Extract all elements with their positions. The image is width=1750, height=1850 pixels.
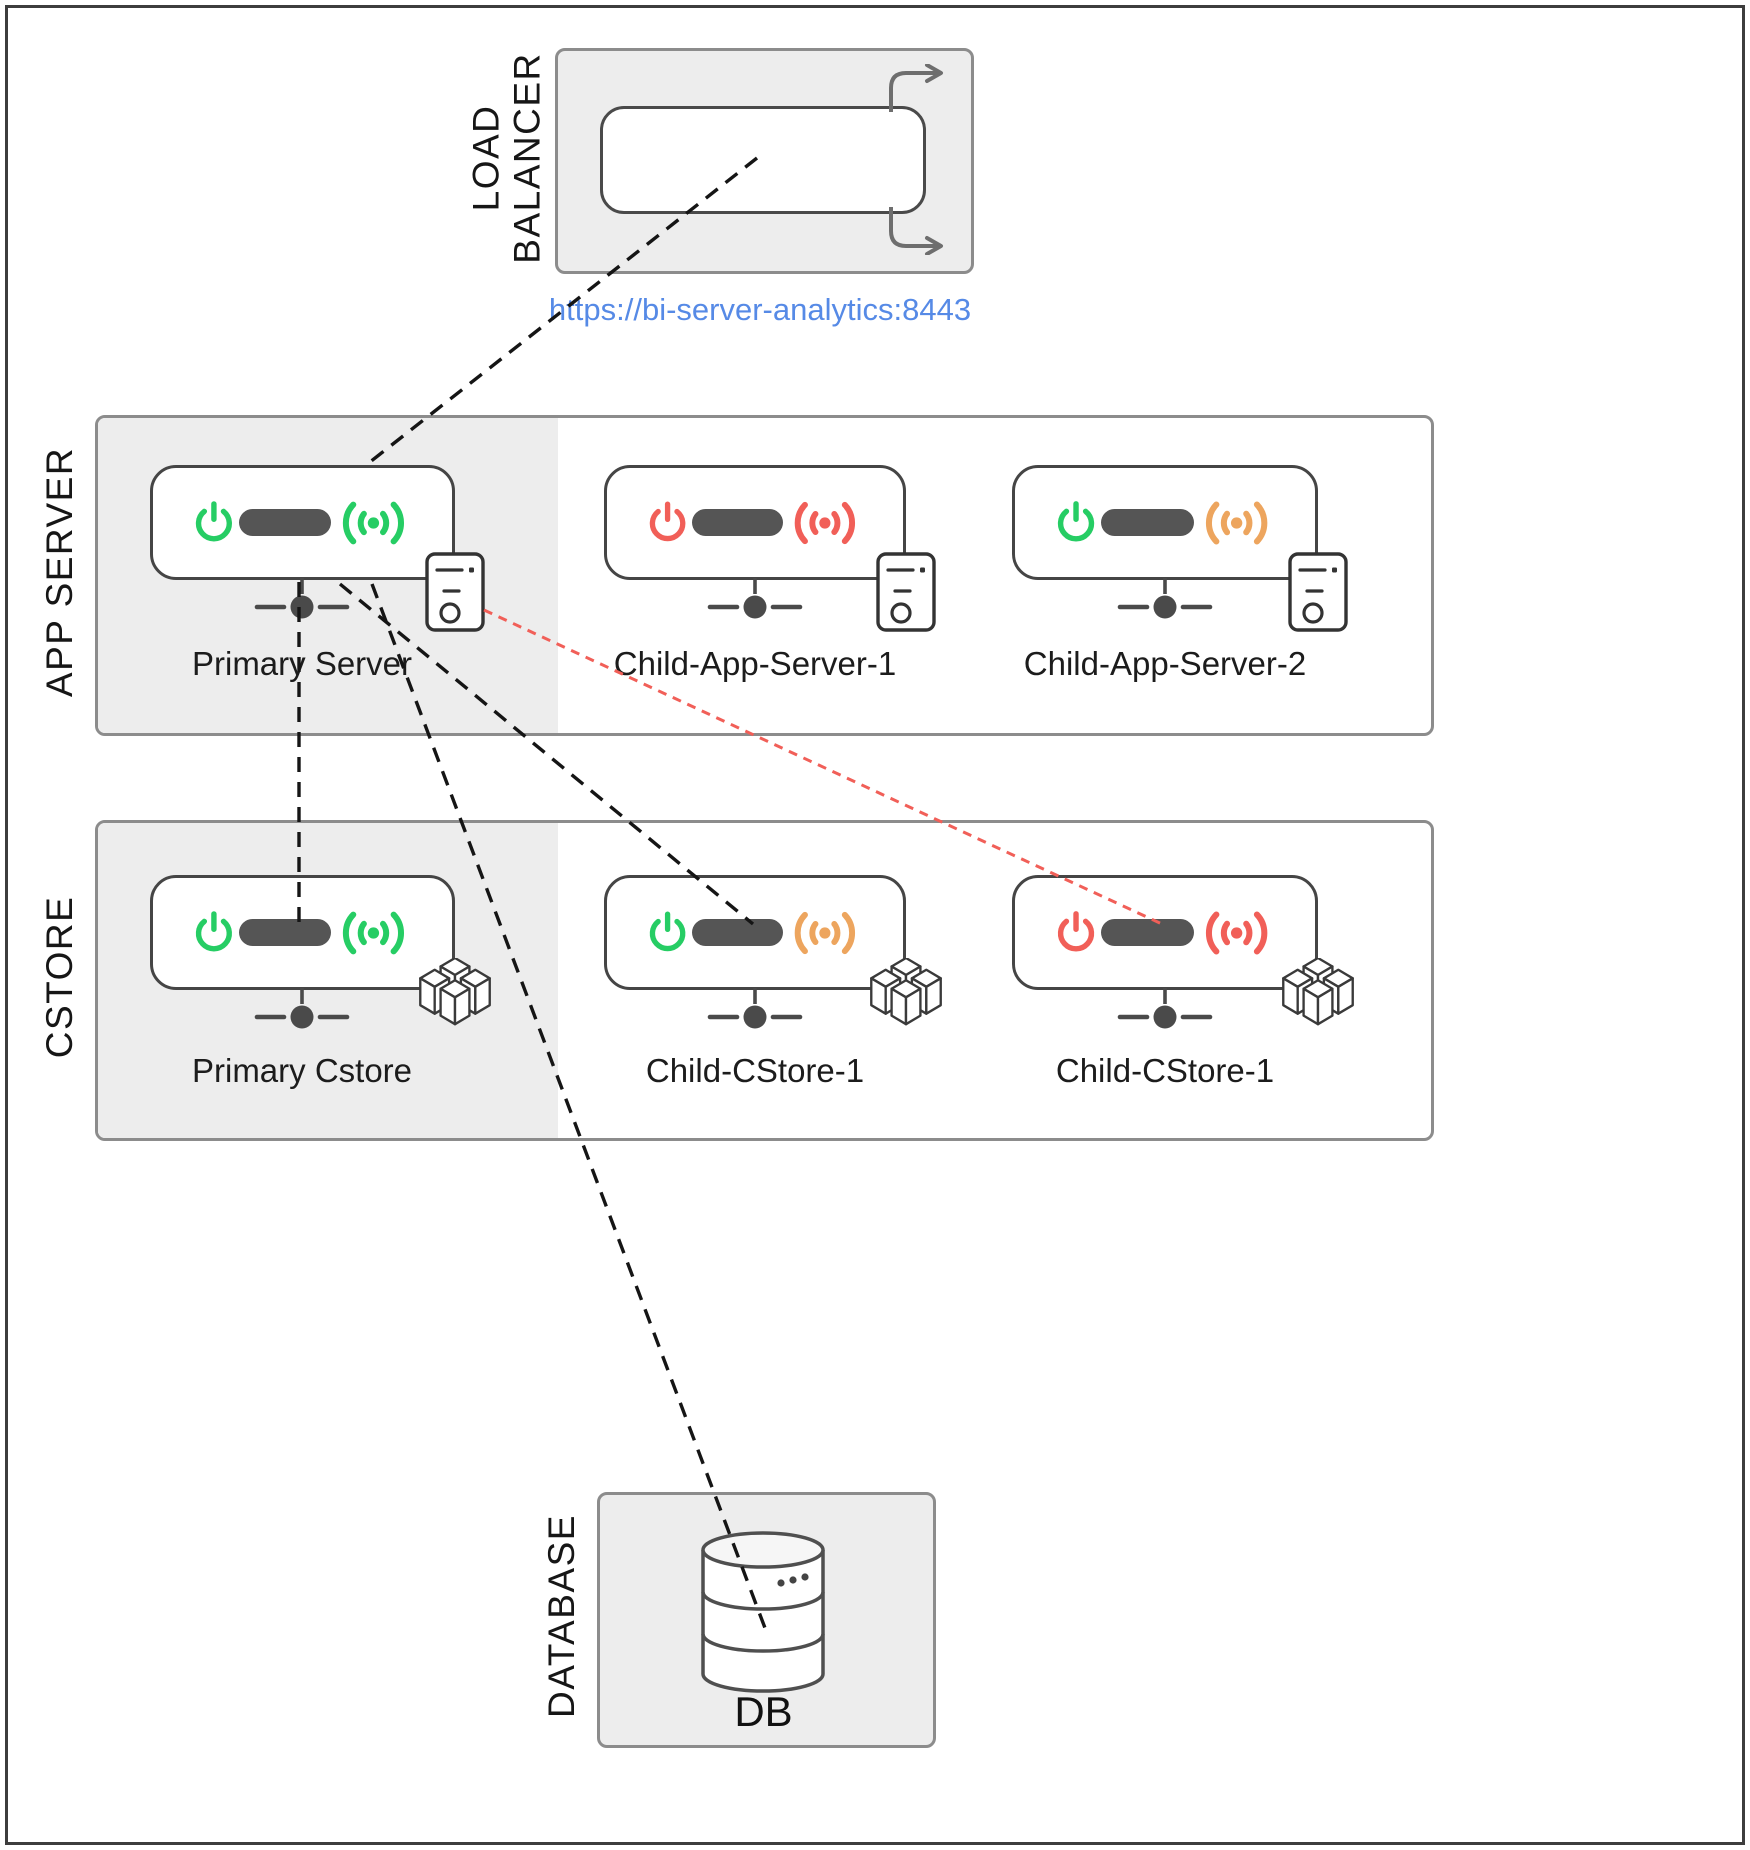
network-node-icon	[707, 578, 803, 619]
package-boxes-icon	[870, 958, 942, 1026]
status-pill	[238, 509, 332, 536]
power-icon	[195, 500, 232, 541]
network-node-icon	[254, 988, 350, 1029]
package-boxes-icon	[419, 958, 491, 1026]
lb-url-text: https://bi-server-analytics:8443	[548, 292, 972, 327]
signal-icon	[794, 911, 856, 954]
load-balancer-label: LOAD BALANCER	[465, 52, 547, 264]
package-boxes-icon	[1282, 958, 1354, 1026]
network-node-icon	[707, 988, 803, 1029]
status-pill	[1101, 509, 1194, 536]
app-server-label: APP SERVER	[39, 446, 80, 698]
node-label: Child-App-Server-2	[1023, 645, 1307, 682]
route-in-arrow-icon	[889, 207, 943, 255]
database-label: DATABASE	[541, 1514, 582, 1718]
database-cylinder-icon	[701, 1531, 825, 1693]
signal-icon	[342, 501, 405, 544]
load-balancer-node	[600, 106, 926, 214]
route-out-arrow-icon	[889, 64, 943, 112]
server-tower-icon	[1288, 552, 1348, 632]
node-child-cstore-1b	[1012, 875, 1318, 990]
power-icon	[649, 500, 686, 541]
node-child-app-server-2	[1012, 465, 1318, 580]
status-pill	[238, 919, 332, 946]
signal-icon	[1205, 911, 1268, 954]
server-tower-icon	[876, 552, 936, 632]
node-label: Child-CStore-1	[1055, 1052, 1275, 1089]
signal-icon	[794, 501, 856, 544]
node-label: Child-CStore-1	[645, 1052, 865, 1089]
server-tower-icon	[425, 552, 485, 632]
network-node-icon	[1117, 578, 1213, 619]
signal-icon	[342, 911, 405, 954]
node-child-app-server-1	[604, 465, 906, 580]
db-label: DB	[734, 1688, 793, 1735]
network-node-icon	[254, 578, 350, 619]
signal-icon	[1205, 501, 1268, 544]
node-child-cstore-1	[604, 875, 906, 990]
status-pill	[1101, 919, 1194, 946]
node-primary-server	[150, 465, 455, 580]
network-node-icon	[1117, 988, 1213, 1029]
power-icon	[1057, 500, 1095, 542]
power-icon	[195, 910, 232, 951]
power-icon	[649, 910, 686, 951]
node-label: Primary Server	[191, 645, 413, 682]
status-pill	[692, 509, 784, 536]
node-primary-cstore	[150, 875, 455, 990]
node-label: Primary Cstore	[191, 1052, 413, 1089]
power-icon	[1057, 910, 1095, 952]
status-pill	[692, 919, 784, 946]
cstore-label: CSTORE	[39, 895, 80, 1059]
node-label: Child-App-Server-1	[613, 645, 897, 682]
